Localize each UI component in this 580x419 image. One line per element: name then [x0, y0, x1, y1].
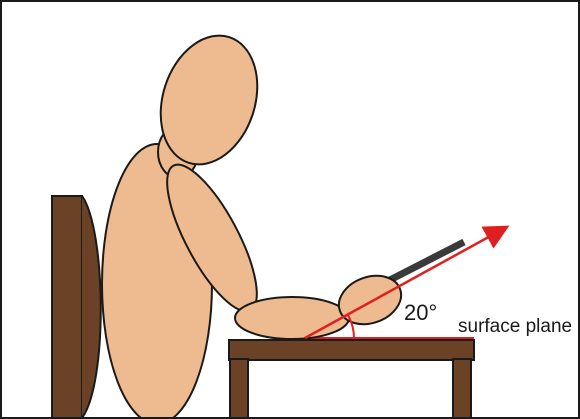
angle-label: 20°: [404, 300, 437, 325]
chair-backrest: [52, 196, 101, 418]
device: [386, 242, 464, 282]
surface-plane-label: surface plane: [458, 316, 572, 337]
table: [229, 340, 474, 419]
forearm: [235, 297, 349, 339]
